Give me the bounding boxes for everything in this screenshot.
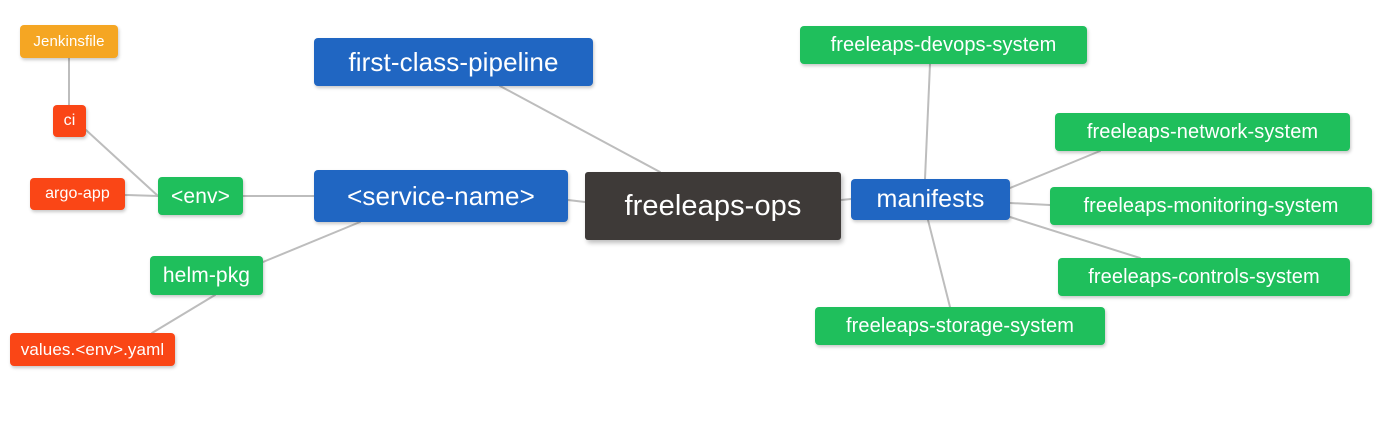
mindmap-node-label: argo-app <box>45 185 110 202</box>
mindmap-node-label: <service-name> <box>347 181 535 211</box>
mindmap-node-label: freeleaps-controls-system <box>1088 266 1320 288</box>
mindmap-node-service-name[interactable]: <service-name> <box>314 170 568 222</box>
mindmap-node-values-env-yaml[interactable]: values.<env>.yaml <box>10 333 175 366</box>
mindmap-node-freeleaps-ops[interactable]: freeleaps-ops <box>585 172 841 240</box>
mindmap-node-freeleaps-network-system[interactable]: freeleaps-network-system <box>1055 113 1350 151</box>
mindmap-node-jenkinsfile[interactable]: Jenkinsfile <box>20 25 118 58</box>
mindmap-node-label: values.<env>.yaml <box>20 340 165 359</box>
mindmap-node-manifests[interactable]: manifests <box>851 179 1010 220</box>
mindmap-node-label: freeleaps-monitoring-system <box>1083 195 1339 217</box>
mindmap-node-argo-app[interactable]: argo-app <box>30 178 125 210</box>
mindmap-node-freeleaps-storage-system[interactable]: freeleaps-storage-system <box>815 307 1105 345</box>
mindmap-node-label: helm-pkg <box>162 264 251 287</box>
mindmap-node-label: freeleaps-storage-system <box>845 315 1075 337</box>
mindmap-node-label: Jenkinsfile <box>33 33 105 50</box>
mindmap-node-freeleaps-monitoring-system[interactable]: freeleaps-monitoring-system <box>1050 187 1372 225</box>
mindmap-node-freeleaps-devops-system[interactable]: freeleaps-devops-system <box>800 26 1087 64</box>
mindmap-node-ci[interactable]: ci <box>53 105 86 137</box>
mindmap-node-helm-pkg[interactable]: helm-pkg <box>150 256 263 295</box>
mindmap-node-label: freeleaps-devops-system <box>830 34 1057 56</box>
mindmap-node-label: first-class-pipeline <box>348 47 559 77</box>
mindmap-node-label: freeleaps-ops <box>624 189 802 222</box>
mindmap-node-freeleaps-controls-system[interactable]: freeleaps-controls-system <box>1058 258 1350 296</box>
mindmap-node-env[interactable]: <env> <box>158 177 243 215</box>
mindmap-node-label: ci <box>63 112 76 129</box>
mindmap-node-label: freeleaps-network-system <box>1086 121 1319 143</box>
mindmap-node-label: manifests <box>876 185 985 213</box>
mindmap-node-label: <env> <box>171 184 230 208</box>
mindmap-node-first-class-pipeline[interactable]: first-class-pipeline <box>314 38 593 86</box>
